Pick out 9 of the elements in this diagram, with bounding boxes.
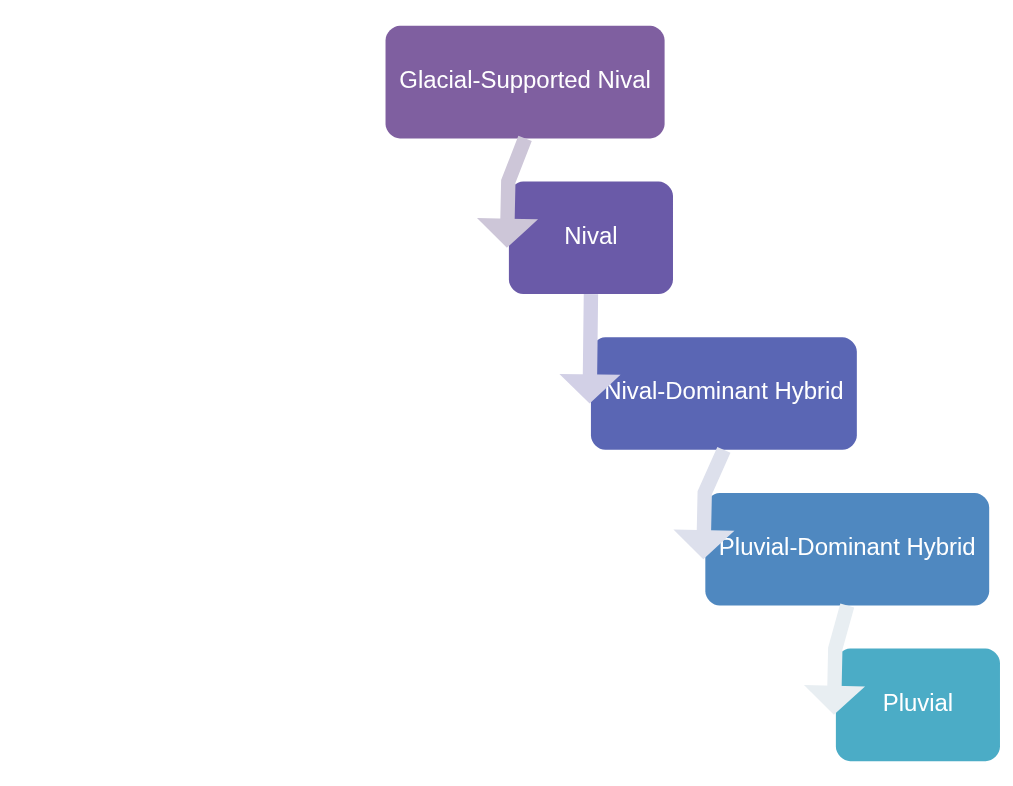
node-box: Pluvial-Dominant Hybrid <box>705 492 990 605</box>
node-box: Nival-Dominant Hybrid <box>590 336 857 450</box>
arrow <box>559 293 621 403</box>
node-box: Glacial-Supported Nival <box>385 25 665 138</box>
arrow <box>477 135 539 248</box>
arrow <box>803 603 866 715</box>
node-box: Pluvial <box>835 648 1000 761</box>
arrow <box>673 446 735 559</box>
node-box: Nival <box>508 181 673 294</box>
